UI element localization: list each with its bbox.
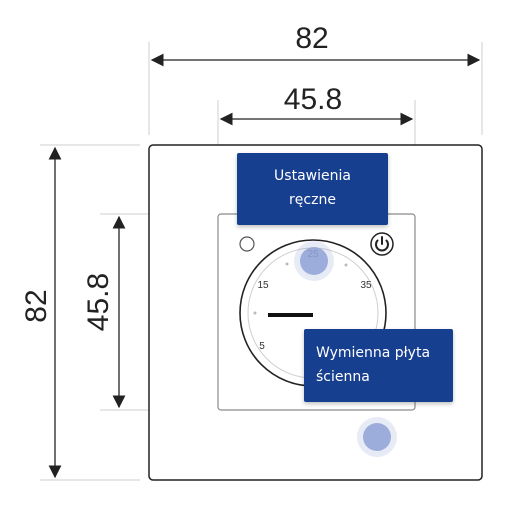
outer-width-label: 82 — [295, 22, 328, 55]
circle-indicator-icon — [239, 236, 255, 252]
wall-plate-tooltip[interactable]: Wymienna płyta ścienna — [304, 329, 453, 402]
dimension-arrows — [48, 53, 481, 479]
power-icon[interactable] — [370, 232, 394, 256]
dial-label-5: 5 — [259, 341, 265, 352]
inner-height-label: 45.8 — [82, 273, 115, 331]
wall-plate-line1: Wymienna płyta — [316, 345, 431, 361]
outer-height-label: 82 — [20, 289, 53, 322]
manual-settings-line2: ręczne — [289, 192, 336, 208]
inner-width-label: 45.8 — [284, 83, 342, 116]
dial-label-35: 35 — [360, 280, 372, 291]
dial-label-15: 15 — [257, 280, 269, 291]
hotspot-wall-plate[interactable] — [357, 417, 397, 457]
manual-settings-tooltip[interactable]: Ustawienia ręczne — [237, 153, 388, 225]
wall-plate-line2: ścienna — [316, 369, 370, 385]
hotspot-dial[interactable] — [294, 241, 334, 281]
manual-settings-line1: Ustawienia — [274, 168, 351, 184]
